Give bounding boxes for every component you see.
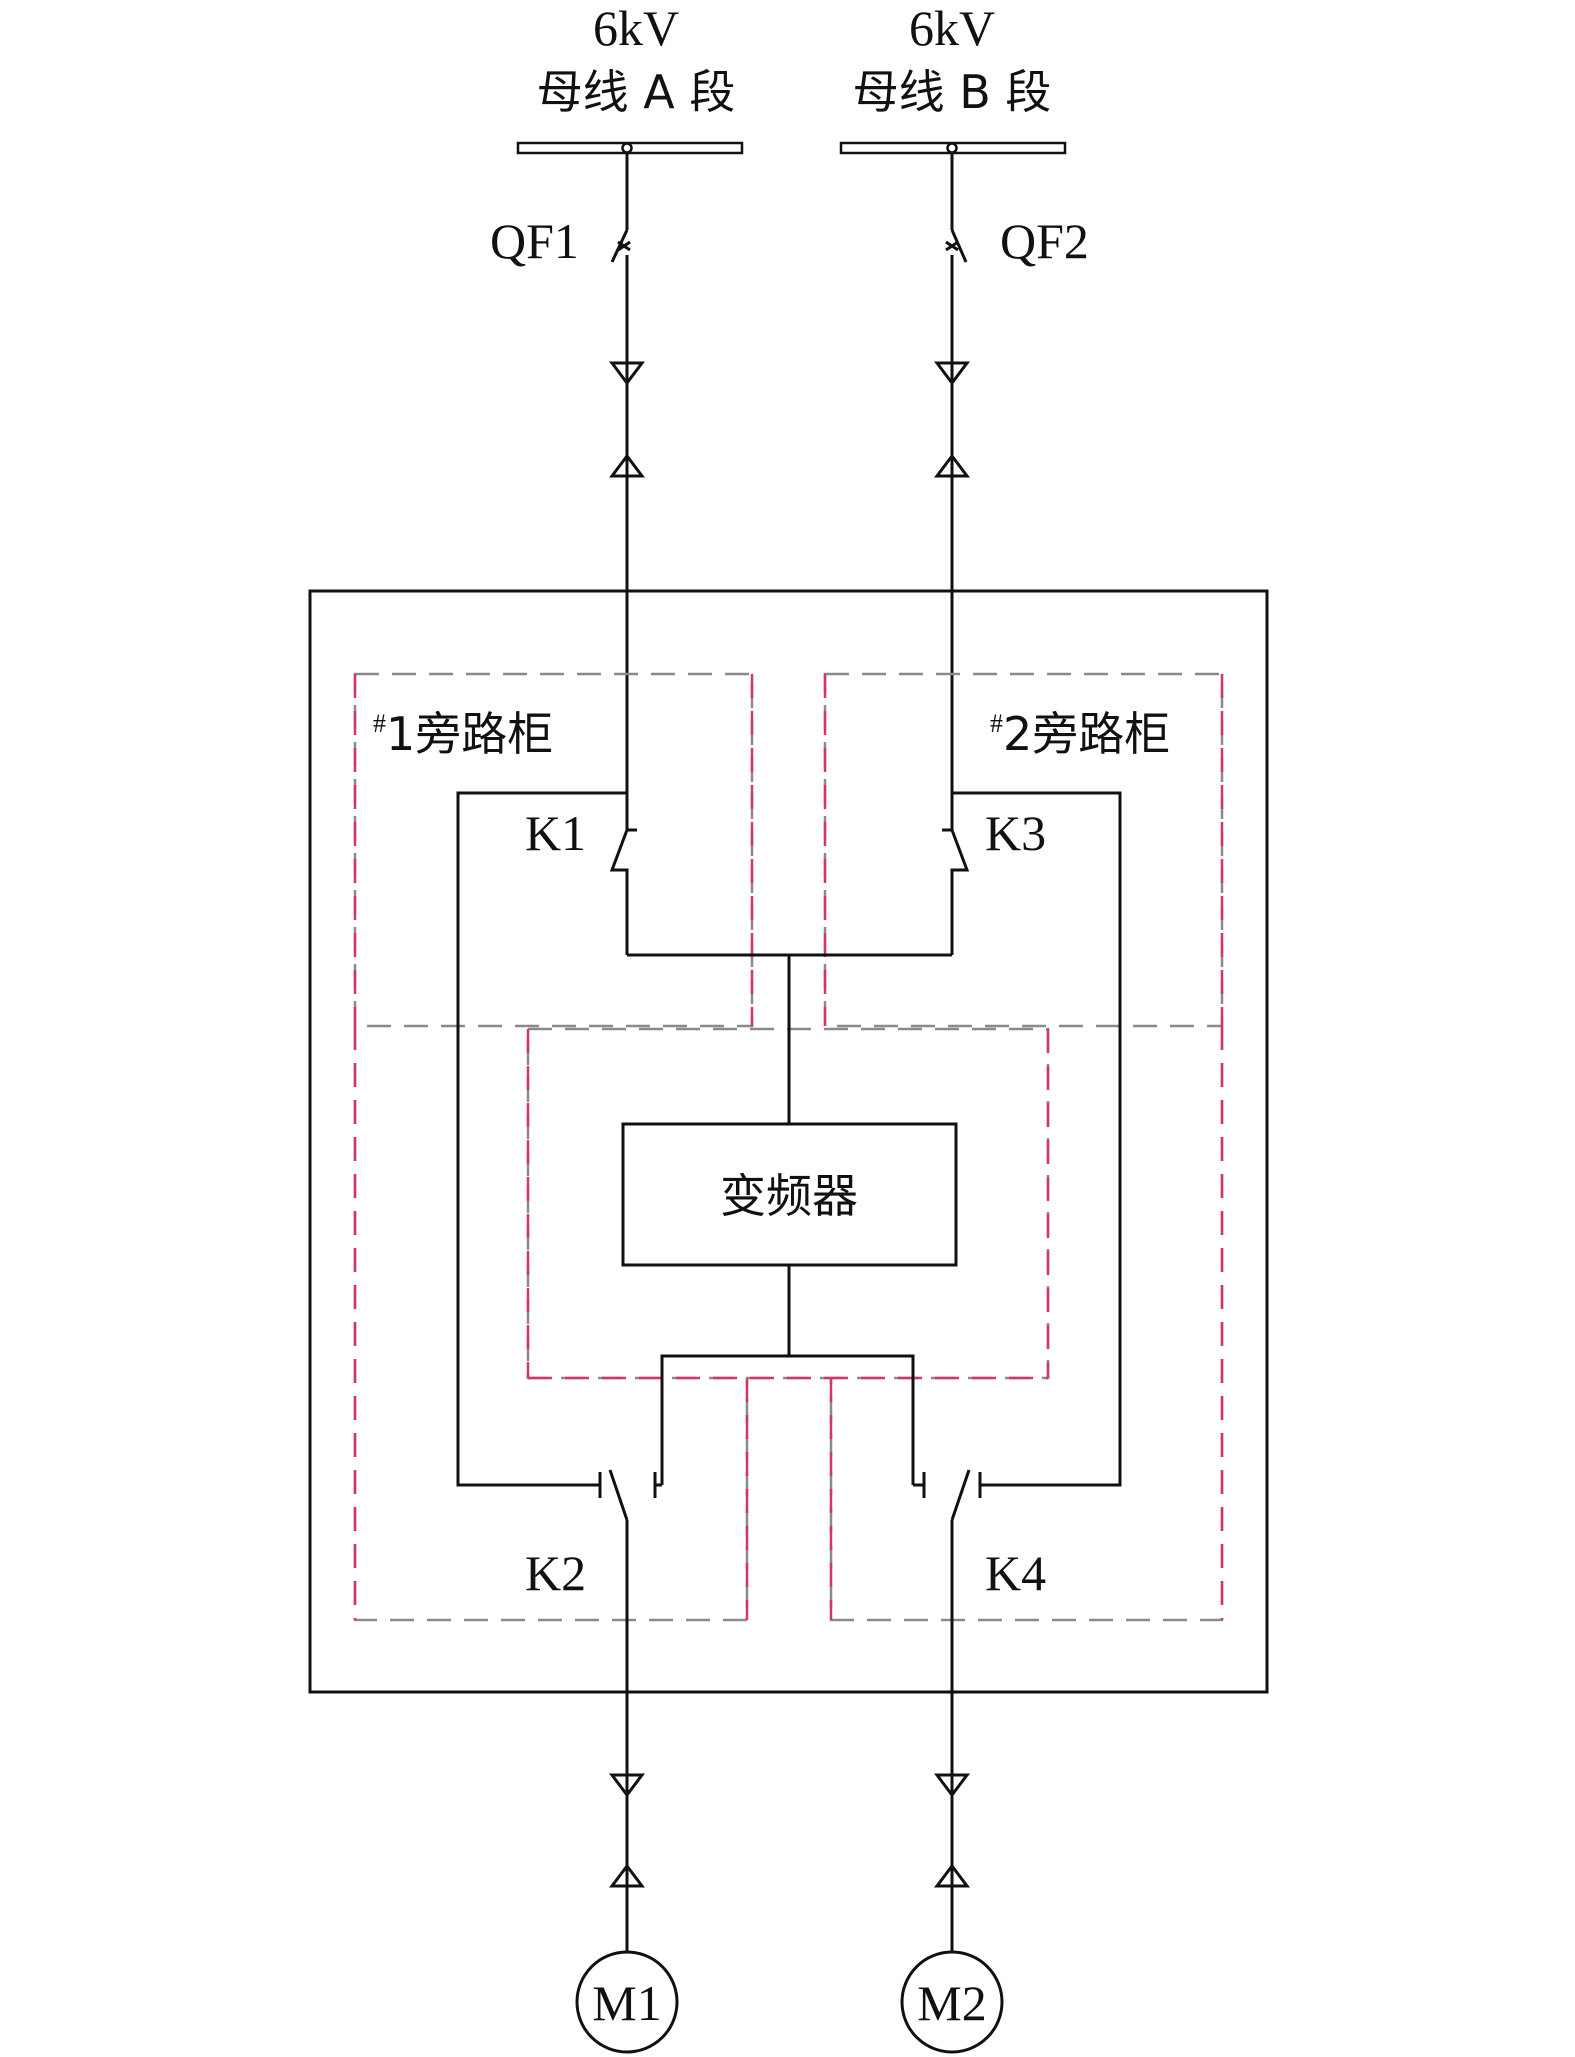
qf2-breaker-symbol	[945, 229, 968, 263]
bus-a-tap	[621, 142, 633, 154]
connector-up-icon	[609, 451, 645, 481]
qf1-label: QF1	[490, 213, 579, 269]
qf1-breaker-symbol	[610, 229, 631, 263]
connector-up-icon	[609, 1861, 645, 1891]
motor1-label: M1	[592, 1975, 661, 2031]
bus-b-tap	[946, 142, 958, 154]
bypass-loop-wire	[456, 791, 627, 1487]
k1-switch-symbol	[609, 828, 637, 955]
connector-down-icon	[934, 1770, 970, 1800]
outer-enclosure	[308, 589, 1269, 1694]
feeder-b	[934, 153, 970, 830]
bus-a-bar	[516, 141, 744, 155]
motor2-label: M2	[917, 1975, 986, 2031]
bus-a-name: 母线 A 段	[537, 65, 736, 119]
feeder-a	[609, 153, 645, 830]
motor1-circle	[575, 1950, 679, 2054]
inverter-input-wire	[627, 953, 952, 1124]
k2-switch-symbol	[598, 1469, 662, 1740]
connector-down-icon	[609, 358, 645, 388]
k3-switch-symbol	[942, 828, 970, 955]
bypass1-lower-outline	[353, 1026, 749, 1622]
inverter-output-wire	[660, 1265, 915, 1485]
motor2-circle	[900, 1950, 1004, 2054]
bypass1-label: #1旁路柜	[373, 707, 553, 761]
connector-down-icon	[609, 1770, 645, 1800]
motor2-feeder	[934, 1692, 970, 1953]
bus-a-voltage: 6kV	[593, 0, 679, 56]
bypass2-label: #2旁路柜	[990, 707, 1170, 761]
inverter-label: 变频器	[720, 1169, 858, 1223]
k1-label: K1	[525, 805, 586, 861]
k2-label: K2	[525, 1545, 586, 1601]
connector-up-icon	[934, 451, 970, 481]
bypass2-lower-outline	[829, 1026, 1224, 1622]
bus-b-voltage: 6kV	[909, 0, 995, 56]
k3-label: K3	[985, 805, 1046, 861]
k4-switch-symbol	[913, 1469, 982, 1740]
connector-down-icon	[934, 358, 970, 388]
k4-label: K4	[985, 1545, 1046, 1601]
bus-b-name: 母线 B 段	[853, 65, 1052, 119]
connector-up-icon	[934, 1861, 970, 1891]
motor1-feeder	[609, 1692, 645, 1953]
qf2-label: QF2	[1000, 213, 1089, 269]
